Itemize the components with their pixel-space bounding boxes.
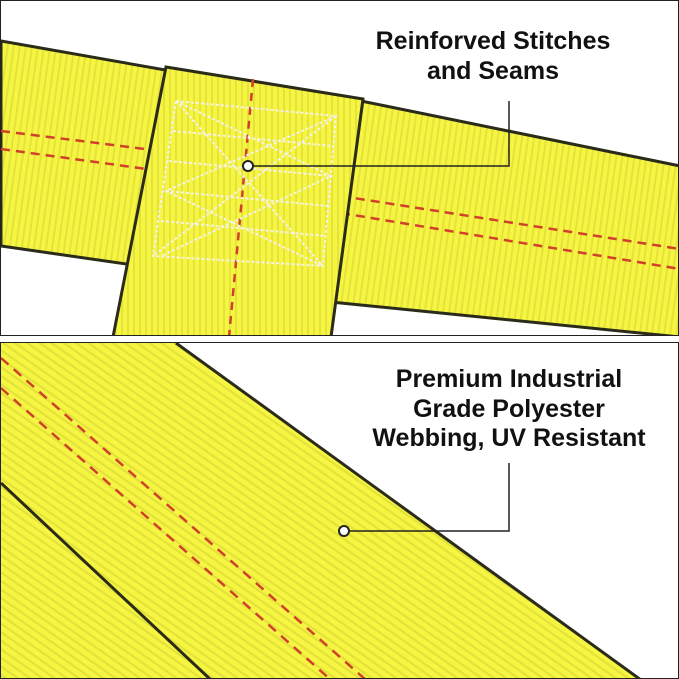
callout-line: Grade Polyester: [413, 394, 605, 423]
callout-marker: [242, 160, 254, 172]
stitching-detail-panel: Reinforved Stitches and Seams: [0, 0, 679, 336]
callout-line: and Seams: [426, 56, 559, 85]
webbing-callout: Premium Industrial Grade Polyester Webbi…: [354, 365, 664, 454]
webbing-detail-panel: Premium Industrial Grade Polyester Webbi…: [0, 342, 679, 679]
webbing-strap-illustration: [1, 343, 641, 678]
strap-loop-illustration: [1, 39, 678, 335]
callout-line: Webbing, UV Resistant: [372, 424, 646, 452]
diagonal-webbing: [1, 343, 639, 678]
callout-line: Premium Industrial: [395, 365, 623, 393]
callout-line: Reinforved Stitches: [375, 27, 611, 55]
stitching-callout: Reinforved Stitches and Seams: [348, 27, 638, 86]
callout-marker: [338, 525, 350, 537]
vertical-strap: [111, 65, 365, 335]
